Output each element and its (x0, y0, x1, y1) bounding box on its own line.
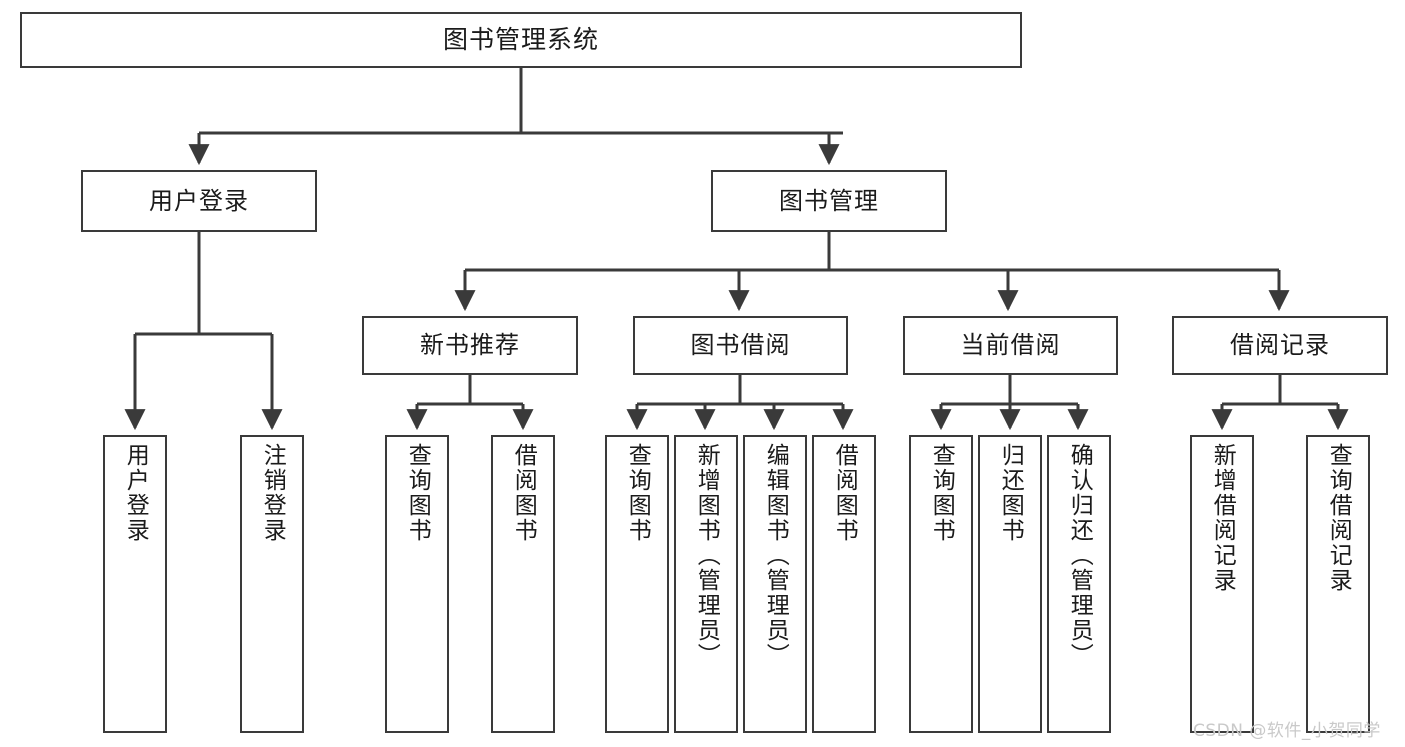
leaf-add-borrow-record[interactable]: 新增借阅记录 (1190, 435, 1254, 733)
leaf-query-book-current[interactable]: 查询图书 (909, 435, 973, 733)
leaf-query-book-recommend[interactable]: 查询图书 (385, 435, 449, 733)
leaf-return-book[interactable]: 归还图书 (978, 435, 1042, 733)
leaf-borrow-book-borrow[interactable]: 借阅图书 (812, 435, 876, 733)
leaf-user-login[interactable]: 用户登录 (103, 435, 167, 733)
csdn-watermark: CSDN @软件_小贺同学 (1193, 721, 1381, 741)
node-label: 新书推荐 (420, 331, 520, 360)
node-borrow-record[interactable]: 借阅记录 (1172, 316, 1388, 375)
leaf-label: 确认归还（管理员） (1066, 443, 1093, 668)
leaf-query-book-borrow[interactable]: 查询图书 (605, 435, 669, 733)
leaf-label: 借阅图书 (510, 443, 537, 543)
leaf-add-book-admin[interactable]: 新增图书（管理员） (674, 435, 738, 733)
leaf-label: 借阅图书 (831, 443, 858, 543)
leaf-label: 新增借阅记录 (1209, 443, 1236, 593)
leaf-logout-login[interactable]: 注销登录 (240, 435, 304, 733)
node-label: 当前借阅 (960, 331, 1061, 360)
node-label: 图书管理系统 (442, 25, 599, 54)
node-root-book-management-system[interactable]: 图书管理系统 (20, 12, 1022, 68)
node-book-management[interactable]: 图书管理 (711, 170, 947, 232)
leaf-label: 查询图书 (624, 443, 651, 543)
node-label: 图书借阅 (690, 331, 791, 360)
leaf-label: 编辑图书（管理员） (762, 443, 789, 668)
node-label: 图书管理 (779, 186, 879, 215)
leaf-borrow-book-recommend[interactable]: 借阅图书 (491, 435, 555, 733)
node-current-borrow[interactable]: 当前借阅 (903, 316, 1118, 375)
leaf-label: 注销登录 (259, 443, 286, 543)
node-user-login[interactable]: 用户登录 (81, 170, 317, 232)
leaf-label: 查询图书 (404, 443, 431, 543)
leaf-label: 用户登录 (122, 443, 149, 543)
leaf-label: 查询借阅记录 (1325, 443, 1352, 593)
leaf-edit-book-admin[interactable]: 编辑图书（管理员） (743, 435, 807, 733)
leaf-label: 归还图书 (997, 443, 1024, 543)
leaf-confirm-return-admin[interactable]: 确认归还（管理员） (1047, 435, 1111, 733)
node-label: 用户登录 (149, 186, 249, 215)
node-new-book-recommend[interactable]: 新书推荐 (362, 316, 578, 375)
leaf-query-borrow-record[interactable]: 查询借阅记录 (1306, 435, 1370, 733)
leaf-label: 查询图书 (928, 443, 955, 543)
node-book-borrow[interactable]: 图书借阅 (633, 316, 848, 375)
leaf-label: 新增图书（管理员） (693, 443, 720, 668)
node-label: 借阅记录 (1230, 331, 1330, 360)
